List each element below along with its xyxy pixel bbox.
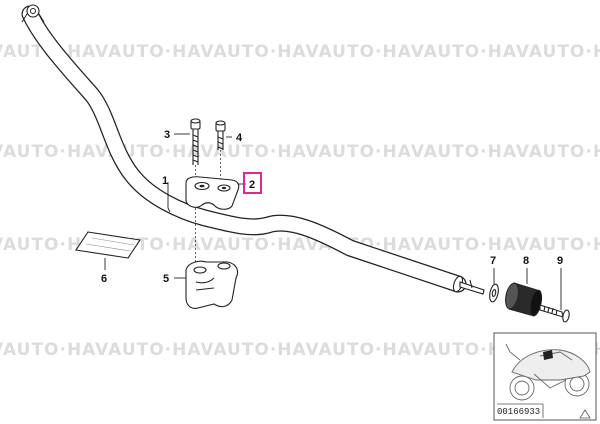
watermark: VAUTO·HAVAUTO·HAVAUTO·HAVAUTO·HAVAUTO·HA… [0, 42, 600, 360]
upper-clamp [185, 176, 240, 210]
callout-4[interactable]: 4 [236, 132, 243, 144]
lower-clamp [185, 260, 239, 309]
watermark-row: VAUTO·HAVAUTO·HAVAUTO·HAVAUTO·HAVAUTO·HA… [0, 142, 600, 162]
leader-lines [104, 133, 562, 310]
callout-8[interactable]: 8 [523, 255, 529, 267]
handlebar [21, 4, 467, 293]
adhesive-pad [75, 231, 141, 259]
reference-number: 00166933 [497, 407, 540, 417]
bar-end-weight [505, 282, 543, 317]
callout-7[interactable]: 7 [490, 255, 496, 267]
watermark-row: VAUTO·HAVAUTO·HAVAUTO·HAVAUTO·HAVAUTO·HA… [0, 340, 600, 360]
callout-1[interactable]: 1 [162, 175, 168, 187]
callout-2-highlight [243, 172, 262, 194]
end-screw [539, 304, 570, 323]
callout-6[interactable]: 6 [101, 273, 107, 285]
bolt-3 [190, 118, 201, 165]
watermark-row: VAUTO·HAVAUTO·HAVAUTO·HAVAUTO·HAVAUTO·HA… [0, 42, 600, 62]
motorcycle-inset: 00166933 [493, 332, 597, 421]
callout-3[interactable]: 3 [164, 129, 170, 141]
motorcycle-icon [505, 343, 591, 401]
bolt-4 [215, 120, 226, 150]
warning-triangle-icon [579, 409, 591, 419]
inset-highlight-marker [543, 350, 553, 360]
washer [489, 283, 499, 303]
callout-5[interactable]: 5 [163, 273, 169, 285]
callout-2[interactable]: 2 [249, 179, 255, 191]
watermark-row: VAUTO·HAVAUTO·HAVAUTO·HAVAUTO·HAVAUTO·HA… [0, 235, 600, 255]
callout-9[interactable]: 9 [557, 255, 563, 267]
